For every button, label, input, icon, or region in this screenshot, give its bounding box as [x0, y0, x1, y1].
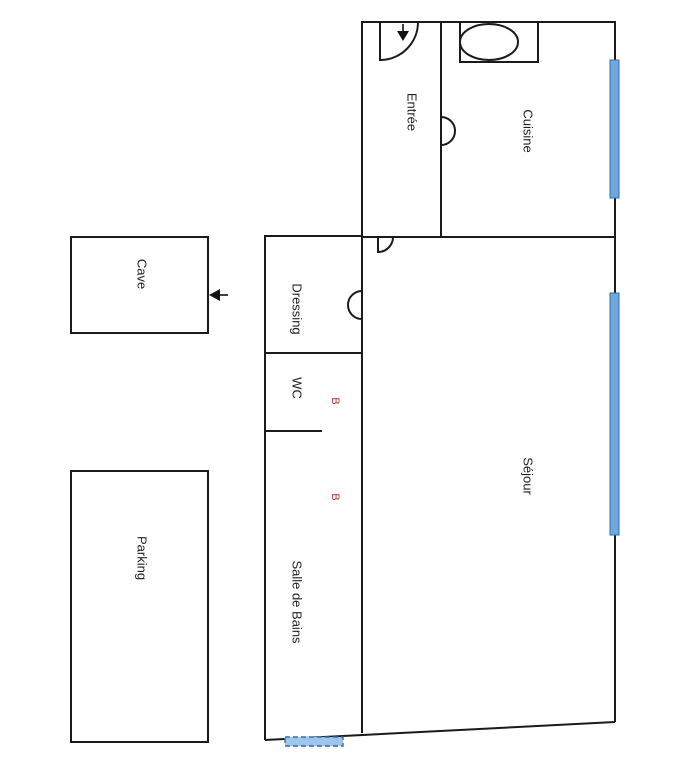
- kitchen-door: [440, 116, 456, 146]
- bathroom-window: [284, 736, 344, 747]
- dressing-door: [347, 290, 363, 320]
- cooktop-icon: [459, 21, 539, 63]
- room-label-parking: Parking: [135, 536, 150, 580]
- entry-door: [379, 21, 419, 62]
- room-label-sejour: Séjour: [521, 457, 536, 495]
- kitchen-window: [609, 59, 620, 199]
- wc-b-marker: B: [329, 397, 341, 404]
- room-label-dressing: Dressing: [290, 283, 305, 334]
- room-label-cuisine: Cuisine: [521, 109, 536, 152]
- outer-wall-left: [264, 235, 362, 740]
- living-window: [609, 292, 620, 536]
- windows: [284, 59, 620, 747]
- apartment-walls: [264, 21, 616, 741]
- room-label-entree: Entrée: [405, 93, 420, 131]
- room-label-salle-de-bains: Salle de Bains: [290, 560, 305, 644]
- bath-b-marker: B: [329, 493, 341, 500]
- arrow-left-icon: [209, 289, 228, 301]
- room-label-cave: Cave: [135, 259, 150, 289]
- arrow-down-icon: [397, 24, 409, 41]
- cave-box: [70, 236, 209, 334]
- room-label-wc: WC: [290, 377, 305, 399]
- living-door: [377, 236, 394, 254]
- parking-box: [70, 470, 209, 743]
- doors: [347, 21, 456, 320]
- outer-wall-upper: [361, 21, 616, 722]
